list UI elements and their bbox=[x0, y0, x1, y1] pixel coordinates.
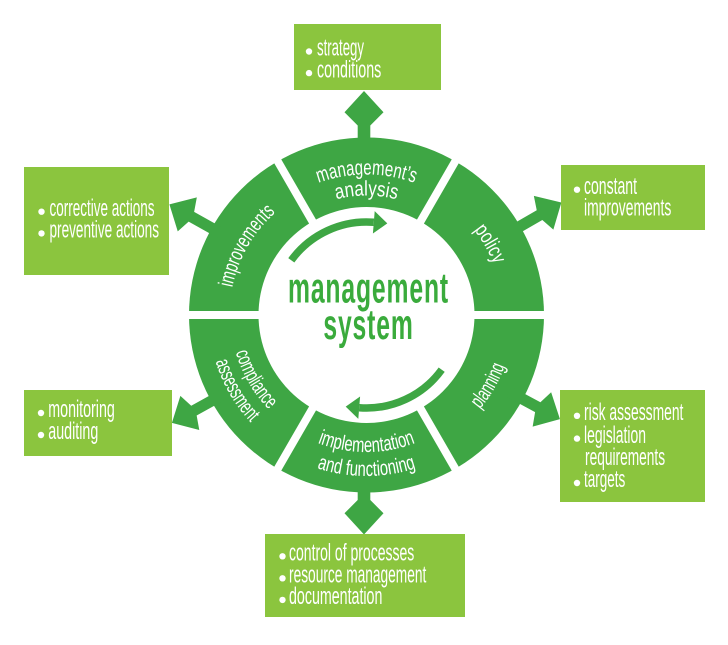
svg-text:constant: constant bbox=[584, 173, 637, 200]
svg-text:management: management bbox=[288, 265, 449, 313]
svg-text:legislation: legislation bbox=[584, 422, 646, 449]
svg-text:auditing: auditing bbox=[48, 418, 98, 445]
svg-text:risk assessment: risk assessment bbox=[584, 399, 684, 426]
svg-text:analysis: analysis bbox=[332, 177, 400, 204]
svg-text:preventive actions: preventive actions bbox=[50, 217, 160, 244]
svg-text:resource management: resource management bbox=[289, 562, 426, 589]
svg-text:monitoring: monitoring bbox=[48, 396, 115, 423]
svg-text:strategy: strategy bbox=[317, 35, 364, 62]
svg-text:system: system bbox=[323, 301, 413, 349]
svg-text:corrective actions: corrective actions bbox=[50, 195, 155, 222]
svg-text:targets: targets bbox=[584, 466, 625, 493]
svg-text:documentation: documentation bbox=[289, 583, 382, 610]
svg-text:control of processes: control of processes bbox=[289, 540, 414, 567]
svg-text:improvements: improvements bbox=[584, 194, 671, 221]
svg-text:conditions: conditions bbox=[317, 56, 381, 83]
svg-text:requirements: requirements bbox=[585, 444, 665, 471]
